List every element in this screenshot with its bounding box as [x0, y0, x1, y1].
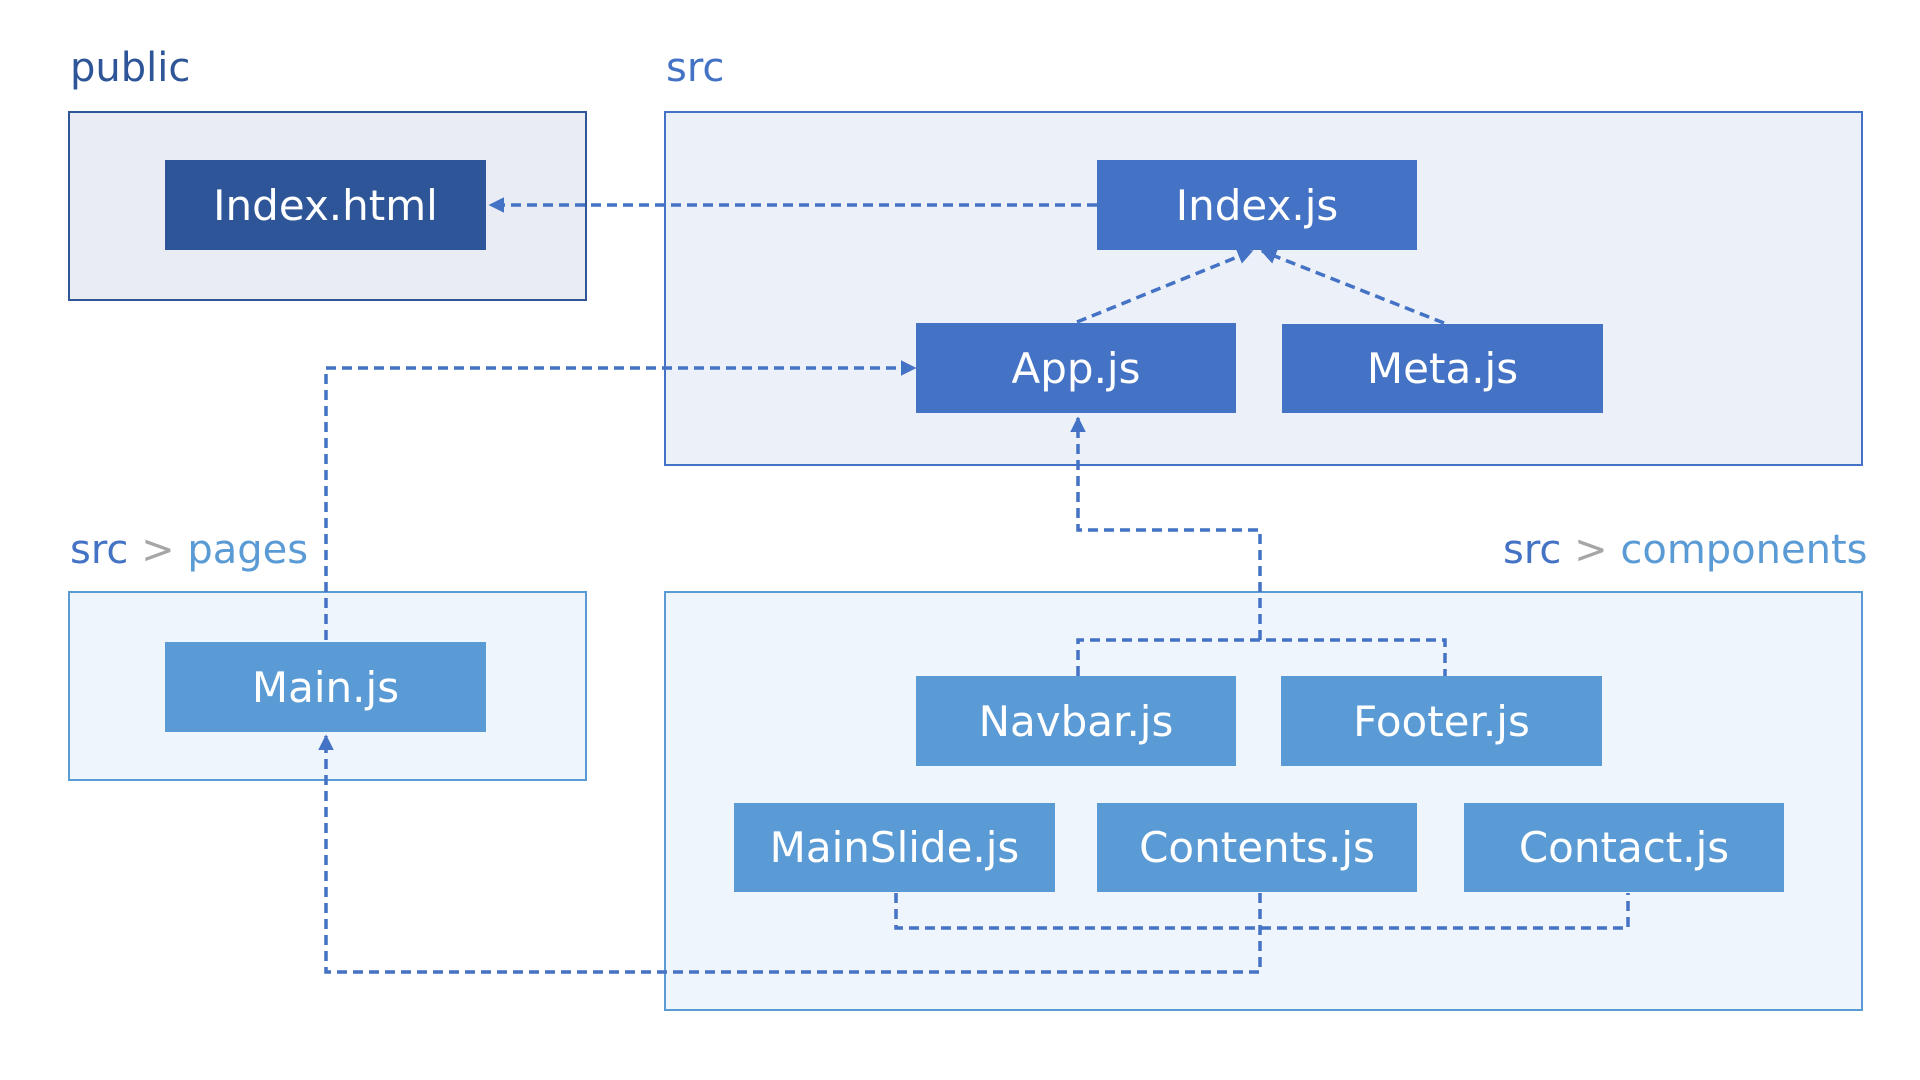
file-contents-js[interactable]: Contents.js	[1097, 803, 1417, 892]
path-separator: >	[1574, 527, 1608, 573]
group-label-pages: src > pages	[70, 530, 308, 570]
path-segment-components: components	[1620, 527, 1868, 573]
file-index-html[interactable]: Index.html	[165, 160, 486, 250]
file-contact-js[interactable]: Contact.js	[1464, 803, 1784, 892]
connector-leaf-components-bracket	[894, 893, 1630, 930]
connector-components-to-appjs	[1070, 416, 1262, 640]
group-label-public: public	[70, 45, 191, 91]
file-index-js[interactable]: Index.js	[1097, 160, 1417, 250]
file-mainslide-js[interactable]: MainSlide.js	[734, 803, 1055, 892]
components-folder-panel	[664, 591, 1863, 1011]
connector-metajs-to-indexjs	[1260, 248, 1445, 325]
connector-mainjs-to-appjs	[324, 360, 917, 640]
file-main-js[interactable]: Main.js	[165, 642, 486, 732]
group-label-src: src	[666, 45, 725, 91]
connector-navbar-footer-bracket	[1076, 638, 1447, 676]
group-label-components: src > components	[1503, 530, 1868, 570]
file-app-js[interactable]: App.js	[916, 323, 1236, 413]
file-navbar-js[interactable]: Navbar.js	[916, 676, 1236, 766]
path-segment-pages: pages	[187, 527, 309, 573]
file-meta-js[interactable]: Meta.js	[1282, 324, 1603, 413]
path-segment-src: src	[1503, 527, 1562, 573]
path-segment-src: src	[70, 527, 129, 573]
connector-appjs-to-indexjs	[1076, 249, 1254, 324]
file-footer-js[interactable]: Footer.js	[1281, 676, 1602, 766]
connector-components-to-mainjs	[318, 734, 1262, 974]
path-separator: >	[141, 527, 175, 573]
